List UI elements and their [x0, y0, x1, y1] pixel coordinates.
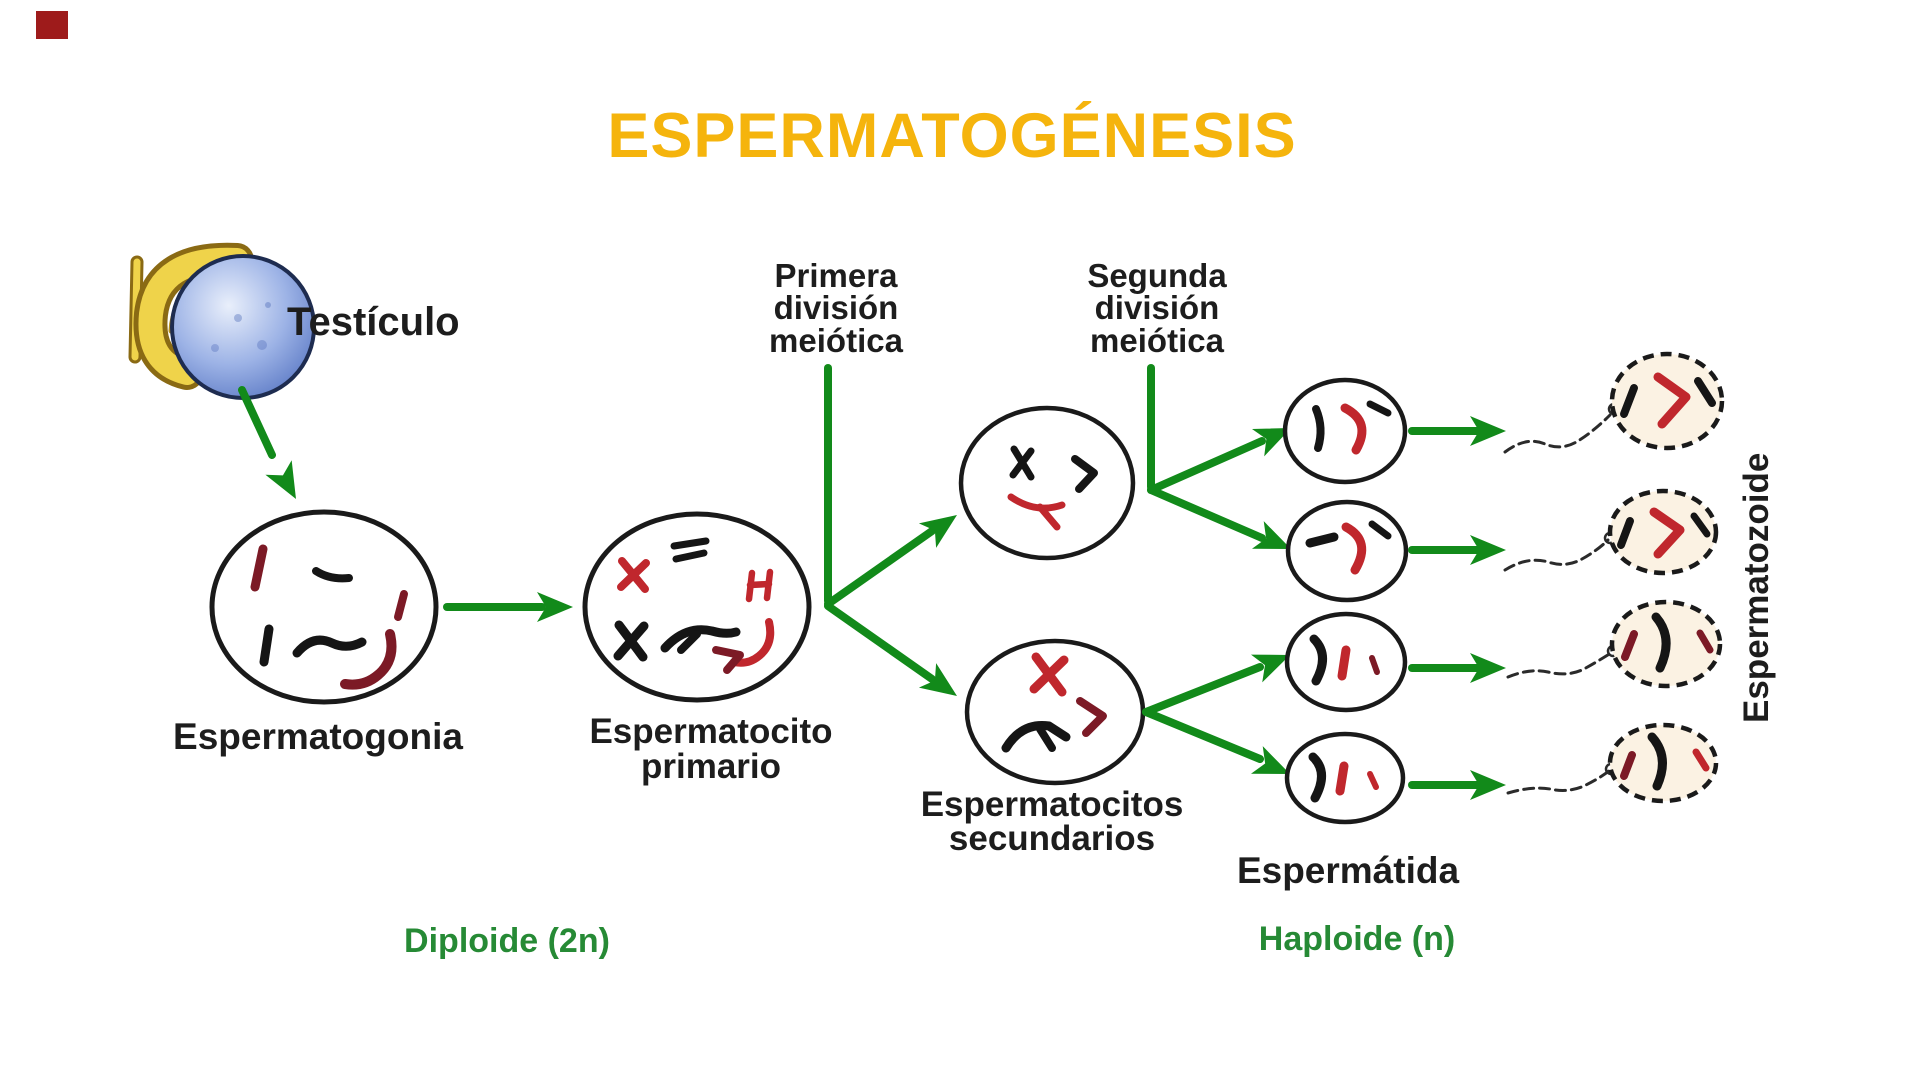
arrows-spermatid-to-spermatozoon [1408, 416, 1506, 800]
secondary-spermatocyte-top-cell [958, 405, 1136, 561]
arrow-testicle-to-spermatogonium [238, 386, 310, 507]
spermatid-cell-3 [1284, 611, 1408, 713]
label-line: Segunda [1087, 257, 1227, 294]
primary-spermatocyte-cell [582, 511, 812, 703]
testicle-illustration [128, 242, 316, 400]
spermatozoon-1 [1503, 351, 1725, 454]
page-title: ESPERMATOGÉNESIS [607, 101, 1297, 171]
first-division-arrows [824, 364, 966, 709]
spermatid-cell-1 [1282, 377, 1408, 485]
label-primary-spermatocyte: Espermatocito primario [589, 714, 832, 784]
label-line: meiótica [769, 321, 903, 359]
label-line: división [1094, 289, 1220, 327]
second-division-arrows-top [1147, 364, 1298, 563]
spermatid-cell-2 [1285, 499, 1409, 603]
label-haploid: Haploide (n) [1258, 920, 1456, 958]
label-line: Espermatocitos [920, 785, 1184, 824]
label-spermatogonium: Espermatogonia [173, 716, 463, 757]
label-line: Primera [774, 257, 898, 294]
spermatozoon-4 [1506, 722, 1719, 804]
label-line: meiótica [1090, 321, 1224, 359]
label-diploid: Diploide (2n) [404, 922, 610, 960]
label-second-division: Segunda división meiótica [1087, 257, 1227, 359]
arrow-spermatogonium-to-primary [443, 592, 573, 622]
epididymis [138, 247, 249, 385]
label-testicle: Testículo [287, 300, 460, 344]
label-line: secundarios [948, 818, 1156, 858]
label-spermatozoon: Espermatozoide [1737, 452, 1776, 723]
spermatozoon-3 [1506, 599, 1723, 689]
label-secondary-spermatocytes: Espermatocitos secundarios [920, 785, 1184, 858]
spermatogonium-cell [209, 509, 439, 705]
spermatid-cell-4 [1284, 731, 1406, 825]
spermatozoon-2 [1503, 488, 1719, 576]
label-spermatid: Espermátida [1236, 850, 1460, 891]
label-line: Espermatocito [589, 712, 833, 751]
second-division-arrows-bottom [1142, 641, 1296, 788]
corner-red-square [36, 11, 68, 39]
secondary-spermatocyte-bottom-cell [964, 638, 1146, 786]
label-line: división [773, 289, 899, 327]
label-line: primario [640, 747, 782, 786]
label-first-division: Primera división meiótica [769, 257, 903, 359]
